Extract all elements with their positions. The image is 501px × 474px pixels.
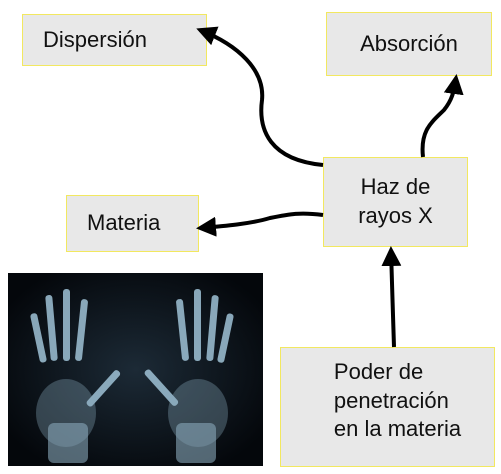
arrow-haz-to-materia bbox=[196, 211, 324, 237]
node-haz-rayos-x: Haz de rayos X bbox=[323, 157, 468, 247]
node-materia-label: Materia bbox=[87, 210, 161, 236]
node-absorcion-label: Absorción bbox=[360, 30, 458, 56]
node-haz-text: Haz de rayos X bbox=[358, 173, 433, 230]
node-poder-line2: penetración bbox=[333, 387, 449, 413]
node-absorcion: Absorción bbox=[326, 12, 492, 76]
node-haz-line1: Haz de bbox=[360, 174, 431, 200]
node-dispersion: Dispersión bbox=[22, 14, 207, 66]
arrow-haz-to-absorcion bbox=[420, 74, 464, 158]
hands-xray-image bbox=[8, 273, 263, 466]
arrow-haz-to-dispersion bbox=[196, 26, 324, 167]
node-poder-penetracion: Poder de penetración en la materia bbox=[280, 347, 495, 467]
arrow-poder-to-haz bbox=[381, 246, 402, 348]
node-materia: Materia bbox=[66, 195, 199, 252]
node-poder-line1: Poder de bbox=[333, 359, 424, 384]
node-poder-text: Poder de penetración en la materia bbox=[314, 348, 461, 444]
node-haz-line2: rayos X bbox=[358, 203, 433, 228]
node-dispersion-label: Dispersión bbox=[43, 26, 147, 52]
node-poder-line3: en la materia bbox=[333, 416, 462, 442]
